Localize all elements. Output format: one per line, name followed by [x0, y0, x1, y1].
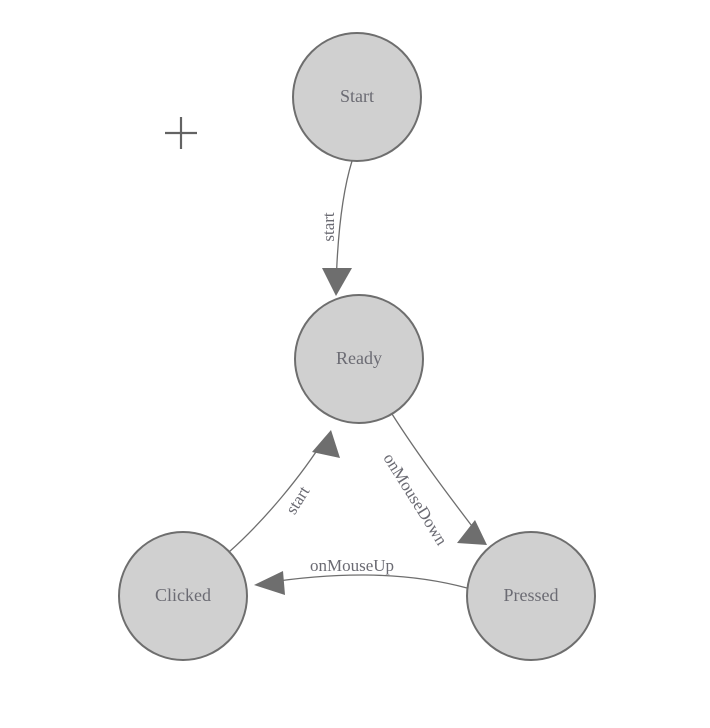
- edge-line-ready-to-pressed: [391, 413, 482, 539]
- state-node-start[interactable]: Start: [292, 32, 422, 162]
- state-node-shape-start: [292, 32, 422, 162]
- edge-start-to-ready[interactable]: start: [319, 160, 353, 296]
- state-node-shape-ready: [294, 294, 424, 424]
- state-node-label-clicked: Clicked: [155, 585, 211, 605]
- edge-line-pressed-to-clicked: [263, 574, 468, 589]
- state-node-label-ready: Ready: [336, 348, 382, 368]
- edge-label-start-to-ready: start: [319, 212, 338, 242]
- edge-pressed-to-clicked[interactable]: onMouseUp: [254, 556, 468, 595]
- state-node-shape-clicked: [118, 531, 248, 661]
- arrow-head-icon-clicked-to-ready: [312, 430, 340, 458]
- state-node-label-start: Start: [340, 86, 374, 106]
- crosshair-marker-icon: [165, 117, 197, 149]
- state-node-shape-pressed: [466, 531, 596, 661]
- edge-label-pressed-to-clicked: onMouseUp: [310, 556, 394, 575]
- arrow-head-icon-ready-to-pressed: [457, 520, 487, 545]
- state-node-ready[interactable]: Ready: [294, 294, 424, 424]
- arrow-head-icon-pressed-to-clicked: [254, 571, 285, 595]
- state-node-label-pressed: Pressed: [504, 585, 559, 605]
- state-node-clicked[interactable]: Clicked: [118, 531, 248, 661]
- markers-layer: [165, 117, 197, 149]
- state-node-pressed[interactable]: Pressed: [466, 531, 596, 661]
- arrow-head-icon-start-to-ready: [322, 268, 352, 296]
